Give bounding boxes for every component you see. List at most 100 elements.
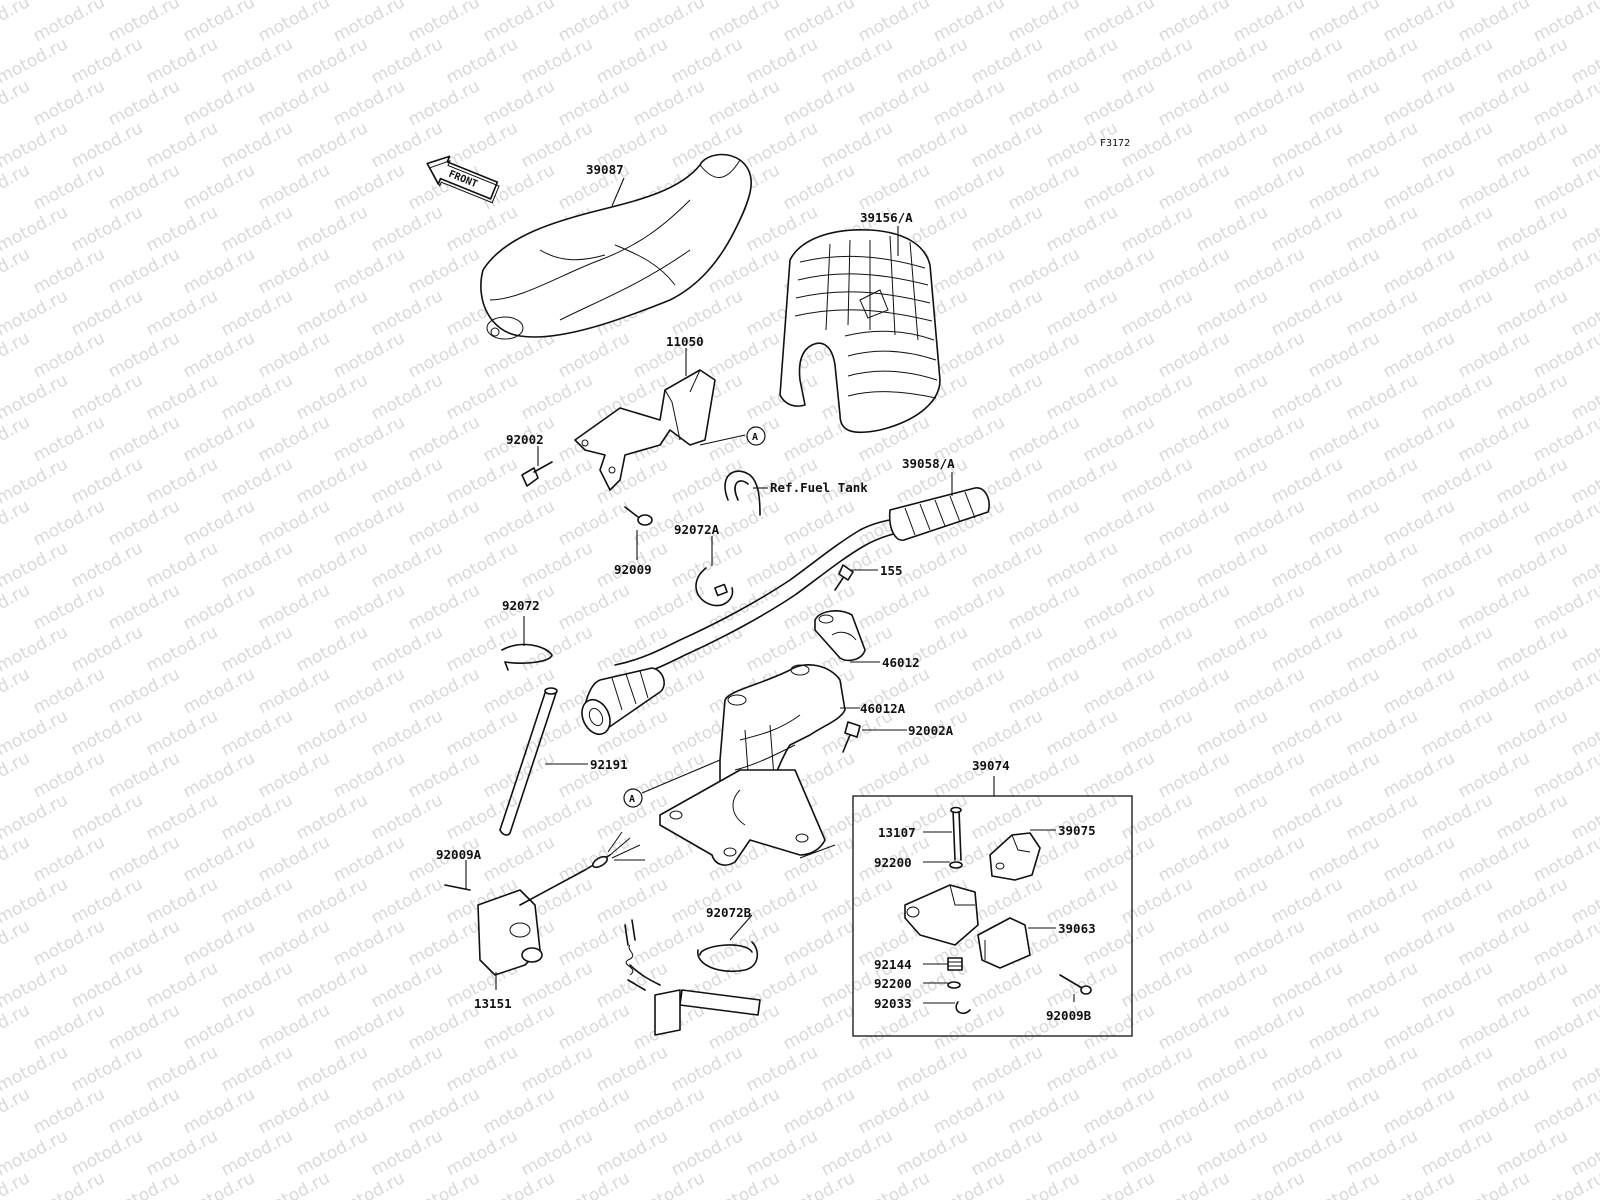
- watermark-text: motod.ru: [1380, 244, 1458, 298]
- watermark-text: motod.ru: [105, 496, 183, 550]
- watermark-text: motod.ru: [143, 370, 221, 424]
- watermark-text: motod.ru: [1493, 790, 1571, 844]
- watermark-text: motod.ru: [1118, 1126, 1196, 1180]
- watermark-text: motod.ru: [180, 160, 258, 214]
- bolt-92002: [521, 461, 553, 487]
- front-arrow-icon: FRONT: [426, 155, 500, 204]
- watermark-text: motod.ru: [1418, 538, 1496, 592]
- watermark-text: motod.ru: [1418, 370, 1496, 424]
- watermark-text: motod.ru: [518, 370, 596, 424]
- watermark-text: motod.ru: [1268, 1042, 1346, 1096]
- watermark-text: motod.ru: [143, 538, 221, 592]
- watermark-text: motod.ru: [1380, 496, 1458, 550]
- watermark-text: motod.ru: [293, 1042, 371, 1096]
- watermark-text: motod.ru: [1305, 1168, 1383, 1200]
- watermark-text: motod.ru: [180, 1084, 258, 1138]
- watermark-text: motod.ru: [930, 1000, 1008, 1054]
- watermark-text: motod.ru: [405, 1168, 483, 1200]
- watermark-text: motod.ru: [255, 160, 333, 214]
- watermark-text: motod.ru: [668, 1042, 746, 1096]
- watermark-text: motod.ru: [780, 1084, 858, 1138]
- watermark-text: motod.ru: [105, 1084, 183, 1138]
- watermark-text: motod.ru: [1455, 0, 1533, 46]
- watermark-text: motod.ru: [1005, 496, 1083, 550]
- watermark-text: motod.ru: [255, 1168, 333, 1200]
- watermark-text: motod.ru: [1530, 1084, 1600, 1138]
- watermark-text: motod.ru: [180, 496, 258, 550]
- watermark-text: motod.ru: [1493, 286, 1571, 340]
- watermark-text: motod.ru: [555, 832, 633, 886]
- watermark-text: motod.ru: [518, 1126, 596, 1180]
- watermark-text: motod.ru: [1493, 202, 1571, 256]
- watermark-text: motod.ru: [143, 1126, 221, 1180]
- watermark-text: motod.ru: [1455, 1000, 1533, 1054]
- watermark-text: motod.ru: [1343, 34, 1421, 88]
- watermark-text: motod.ru: [705, 1168, 783, 1200]
- watermark-text: motod.ru: [1230, 244, 1308, 298]
- part-label-92072B: 92072B: [706, 905, 752, 920]
- fuel-tank-hose: [724, 470, 761, 516]
- watermark-text: motod.ru: [68, 874, 146, 928]
- watermark-text: motod.ru: [818, 874, 896, 928]
- watermark-text: motod.ru: [705, 76, 783, 130]
- watermark-text: motod.ru: [1530, 1000, 1600, 1054]
- watermark-text: motod.ru: [218, 118, 296, 172]
- watermark-text: motod.ru: [405, 664, 483, 718]
- watermark-text: motod.ru: [1193, 538, 1271, 592]
- watermark-text: motod.ru: [443, 790, 521, 844]
- watermark-text: motod.ru: [780, 1168, 858, 1200]
- watermark-text: motod.ru: [218, 286, 296, 340]
- watermark-text: motod.ru: [68, 202, 146, 256]
- watermark-text: motod.ru: [255, 0, 333, 46]
- watermark-text: motod.ru: [1193, 706, 1271, 760]
- watermark-text: motod.ru: [105, 748, 183, 802]
- watermark-text: motod.ru: [1418, 454, 1496, 508]
- watermark-text: motod.ru: [855, 160, 933, 214]
- watermark-text: motod.ru: [1080, 580, 1158, 634]
- watermark-text: motod.ru: [0, 1126, 71, 1180]
- watermark-text: motod.ru: [1305, 832, 1383, 886]
- watermark-text: motod.ru: [0, 790, 71, 844]
- part-labels: 39087 39156/A 11050 92002 Ref.Fuel Tank …: [436, 162, 1096, 1023]
- handle-cover-39087: [480, 153, 752, 340]
- watermark-text: motod.ru: [405, 496, 483, 550]
- watermark-text: motod.ru: [1418, 286, 1496, 340]
- part-label-ref-fuel-tank: Ref.Fuel Tank: [770, 480, 868, 495]
- watermark-text: motod.ru: [1493, 958, 1571, 1012]
- watermark-text: motod.ru: [30, 0, 108, 46]
- watermark-text: motod.ru: [180, 1000, 258, 1054]
- watermark-text: motod.ru: [30, 1084, 108, 1138]
- watermark-text: motod.ru: [855, 580, 933, 634]
- watermark-text: motod.ru: [1005, 1168, 1083, 1200]
- watermark-text: motod.ru: [555, 0, 633, 46]
- watermark-text: motod.ru: [1118, 538, 1196, 592]
- watermark-text: motod.ru: [1343, 118, 1421, 172]
- watermark-text: motod.ru: [1080, 748, 1158, 802]
- watermark-text: motod.ru: [893, 1126, 971, 1180]
- watermark-text: motod.ru: [330, 496, 408, 550]
- watermark-text: motod.ru: [180, 244, 258, 298]
- watermark-text: motod.ru: [68, 454, 146, 508]
- watermark-text: motod.ru: [30, 160, 108, 214]
- watermark-text: motod.ru: [1193, 958, 1271, 1012]
- watermark-text: motod.ru: [1230, 0, 1308, 46]
- watermark-text: motod.ru: [1455, 160, 1533, 214]
- watermark-text: motod.ru: [405, 76, 483, 130]
- watermark-text: motod.ru: [780, 1000, 858, 1054]
- watermark-text: motod.ru: [1080, 328, 1158, 382]
- watermark-text: motod.ru: [368, 958, 446, 1012]
- watermark-text: motod.ru: [1530, 916, 1600, 970]
- watermark-text: motod.ru: [105, 1168, 183, 1200]
- watermark-text: motod.ru: [480, 496, 558, 550]
- watermark-text: motod.ru: [1530, 328, 1600, 382]
- watermark-text: motod.ru: [255, 328, 333, 382]
- watermark-text: motod.ru: [330, 916, 408, 970]
- watermark-text: motod.ru: [105, 76, 183, 130]
- cover-39063: [977, 917, 1031, 969]
- watermark-text: motod.ru: [1118, 1042, 1196, 1096]
- watermark-text: motod.ru: [593, 1126, 671, 1180]
- watermark-text: motod.ru: [255, 832, 333, 886]
- band-92072A: [695, 567, 734, 607]
